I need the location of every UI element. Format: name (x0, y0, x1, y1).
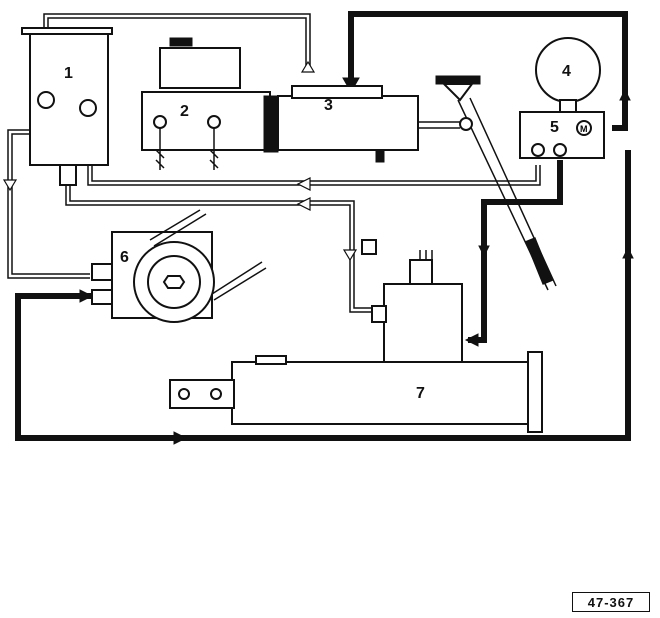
power-steering-cylinder: 7 (169, 283, 543, 433)
label-accumulator: 4 (562, 63, 571, 80)
accumulator: 4 (535, 37, 601, 115)
label-pressure-regulator: 5 (550, 119, 559, 136)
arrow-down-icon (342, 249, 358, 262)
label-power-steering-cylinder: 7 (416, 385, 425, 402)
arrow-up-icon (622, 246, 634, 259)
arrow-left-icon (296, 197, 311, 211)
motor-symbol: M (580, 124, 588, 134)
hydraulic-pump: 6 (91, 209, 267, 323)
master-cylinder: 2 (141, 37, 279, 170)
pressure-regulator: M 5 (519, 111, 605, 159)
arrow-up-icon (619, 88, 631, 101)
arrow-down-icon (2, 179, 18, 192)
label-master-cylinder: 2 (180, 103, 189, 120)
reservoir: 1 (21, 27, 113, 186)
arrow-right-icon (79, 289, 94, 303)
brake-booster-valve: 3 (277, 85, 460, 163)
label-brake-booster-valve: 3 (324, 97, 333, 114)
pressure-switch (361, 239, 433, 287)
label-reservoir: 1 (64, 65, 73, 82)
arrow-up-icon (300, 60, 316, 73)
figure-reference-number: 47-367 (572, 592, 650, 612)
label-hydraulic-pump: 6 (120, 249, 129, 266)
brake-pedal (435, 75, 557, 291)
arrow-left-icon (296, 177, 311, 191)
arrow-left-icon (464, 333, 479, 347)
high-pressure-lines (15, 11, 631, 441)
arrow-right-icon (173, 431, 188, 445)
arrow-down-icon (478, 245, 490, 258)
